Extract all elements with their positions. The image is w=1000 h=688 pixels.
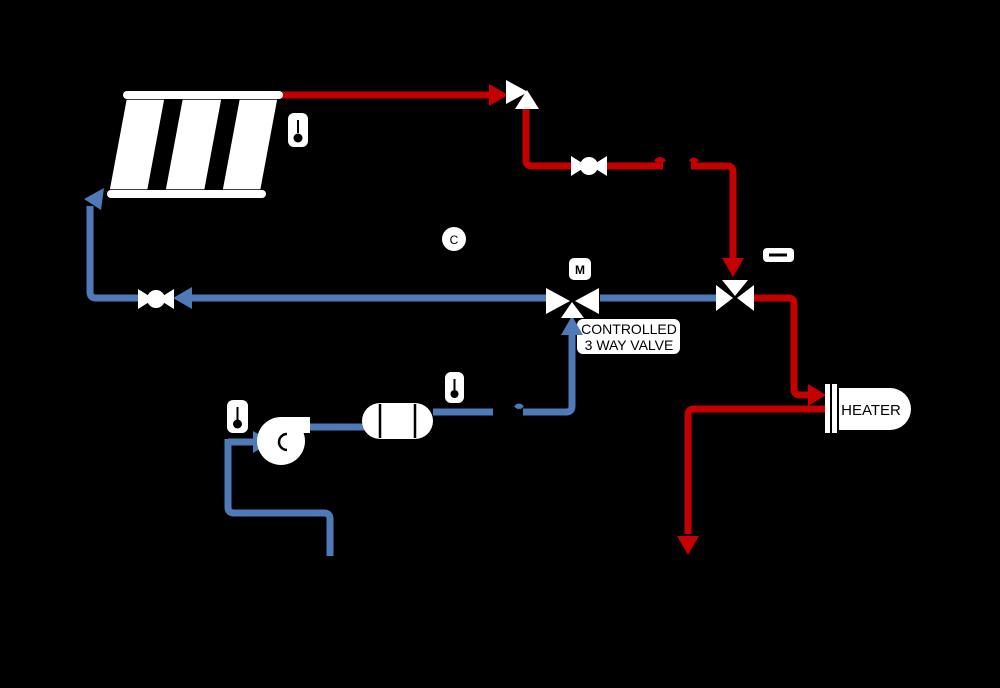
valve-caption: CONTROLLED 3 WAY VALVE <box>577 319 680 354</box>
cold-inlet-pipe <box>224 439 334 556</box>
collector-return-pipe <box>86 206 139 302</box>
line-jump <box>514 403 524 410</box>
collector-stripe <box>205 99 239 190</box>
hot-down-pipe <box>691 162 737 260</box>
heater-icon: HEATER <box>825 384 911 433</box>
flow-arrow <box>808 384 826 406</box>
thermometer-icon <box>227 400 248 433</box>
flow-arrow <box>561 316 583 335</box>
collector-header-top <box>123 91 283 99</box>
heater-label: HEATER <box>841 402 901 419</box>
controller-icon: C <box>442 227 466 251</box>
heater-flange <box>825 384 830 433</box>
expansion-vessel-icon <box>362 403 433 439</box>
line-jump <box>689 157 699 164</box>
hot-pipes <box>282 84 826 555</box>
flow-arrow <box>173 287 192 309</box>
line-jump <box>654 157 666 164</box>
flow-arrow <box>677 536 699 555</box>
flow-arrow <box>84 188 104 210</box>
solar-collector <box>107 91 283 198</box>
thermometer-icon <box>288 113 308 147</box>
heater-body <box>839 388 911 430</box>
flow-arrow <box>489 84 508 106</box>
collector-stripe <box>148 99 182 190</box>
check-valve-icon <box>506 80 539 109</box>
thermometer-icon <box>445 372 464 403</box>
motor-label: M <box>575 263 585 277</box>
caption-box <box>577 319 680 354</box>
pump-icon <box>257 417 310 465</box>
ball-valve-hot <box>571 156 607 176</box>
heater-outlet-pipe <box>684 405 825 534</box>
ball-valve-cold <box>138 289 174 309</box>
caption-line2: 3 WAY VALVE <box>585 337 674 353</box>
valve-feed-pipe <box>523 333 576 416</box>
flow-arrow <box>722 258 744 277</box>
heater-flange <box>832 384 837 433</box>
collector-header-bottom <box>107 190 266 198</box>
motor-badge: M <box>569 258 591 280</box>
controller-label: C <box>450 233 459 247</box>
hot-drop-pipe <box>522 102 663 170</box>
heater-supply-pipe <box>752 294 809 399</box>
motorized-3-way-valve-icon <box>546 288 599 318</box>
3-way-mixing-valve-icon <box>716 280 754 311</box>
line-sensor-icon <box>763 248 794 262</box>
cold-pipes <box>84 188 716 556</box>
caption-line1: CONTROLLED <box>581 321 677 337</box>
